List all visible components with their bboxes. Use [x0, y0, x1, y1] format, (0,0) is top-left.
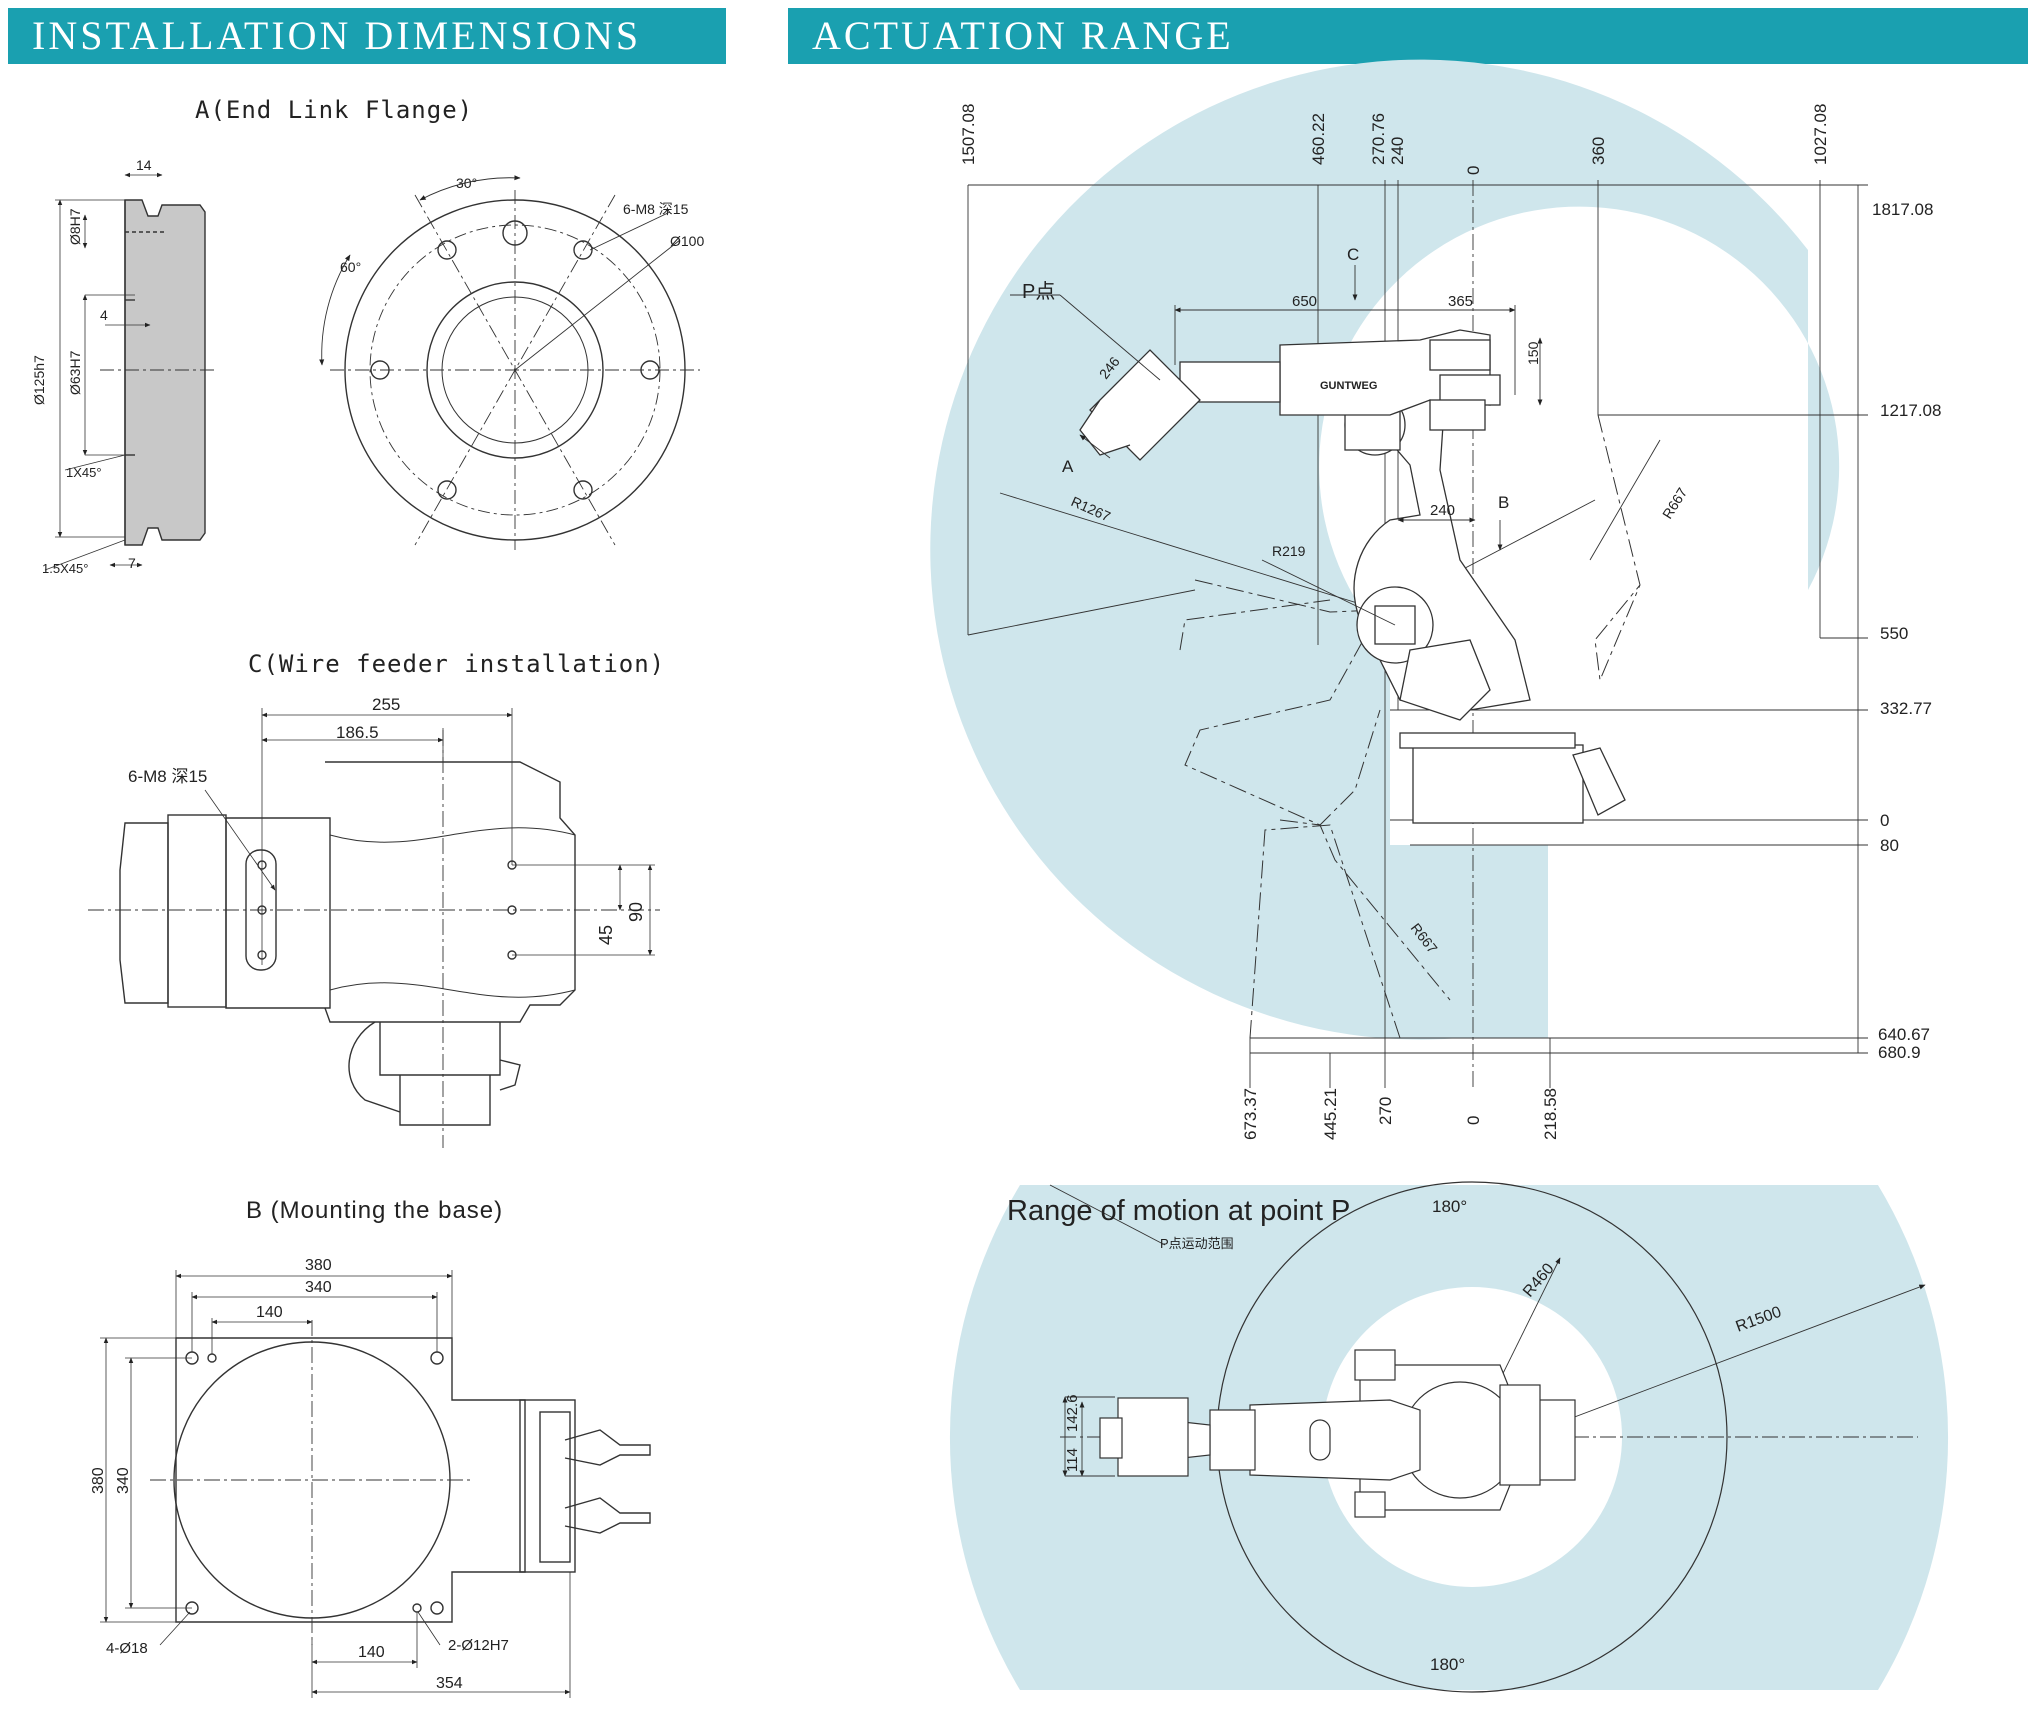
range-bottom-tick: 673.37	[1241, 1088, 1260, 1140]
flange-d63-label: Ø63H7	[67, 350, 83, 395]
base-holes4-label: 4-Ø18	[106, 1640, 148, 1657]
range-label-a: A	[1062, 457, 1074, 476]
range-top-tick: 0	[1464, 166, 1483, 175]
flange-title: A(End Link Flange)	[195, 96, 474, 124]
range-bottom-tick: 0	[1464, 1116, 1483, 1125]
flange-w7-label: 7	[128, 555, 136, 571]
range-right-tick-labels: 1817.08 1217.08 550 332.77 0 80 640.67 6…	[1872, 200, 1941, 1062]
base-holes2-label: 2-Ø12H7	[448, 1637, 509, 1654]
feeder-d90-label: 90	[626, 902, 646, 922]
range-d240-label: 240	[1430, 502, 1455, 519]
range-bottom-tick-labels: 673.37 445.21 270 0 218.58	[1241, 1088, 1560, 1140]
range-bottom-tick: 445.21	[1321, 1088, 1340, 1140]
base-d140t-label: 140	[256, 1304, 283, 1321]
range-top-tick: 240	[1388, 137, 1407, 165]
range-dimension-lines	[1010, 265, 1661, 626]
motion-a180bot-label: 180°	[1430, 1655, 1465, 1674]
base-d140b-label: 140	[358, 1644, 385, 1661]
base-title: B (Mounting the base)	[246, 1197, 504, 1224]
base-d354-label: 354	[436, 1675, 463, 1692]
flange-ch1-label: 1X45°	[66, 465, 102, 480]
installation-dimensions-header: INSTALLATION DIMENSIONS	[8, 8, 726, 64]
range-right-tick: 550	[1880, 624, 1908, 643]
flange-a30-label: 30°	[456, 175, 477, 191]
range-d150-label: 150	[1525, 341, 1541, 365]
actuation-range-header: ACTUATION RANGE	[788, 8, 2028, 64]
range-dashed-poses	[1179, 414, 1641, 1039]
range-brand-label: GUNTWEG	[1320, 380, 1377, 392]
range-r219-label: R219	[1272, 543, 1306, 559]
range-right-tick: 0	[1880, 811, 1889, 830]
range-top-tick: 1027.08	[1811, 104, 1830, 165]
range-d650-label: 650	[1292, 293, 1317, 310]
range-right-tick: 1217.08	[1880, 401, 1941, 420]
motion-subtitle: P点运动范围	[1160, 1236, 1234, 1251]
range-bottom-tick: 218.58	[1541, 1088, 1560, 1140]
range-top-tick: 270.76	[1369, 113, 1388, 165]
range-right-tick: 640.67	[1878, 1025, 1930, 1044]
range-envelope	[930, 59, 1840, 1040]
range-top-tick: 1507.08	[959, 104, 978, 165]
range-right-tick: 1817.08	[1872, 200, 1933, 219]
motion-d114-label: 114	[1064, 1448, 1081, 1472]
range-r667a-label: R667	[1659, 485, 1690, 522]
flange-w4-label: 4	[100, 307, 108, 323]
flange-w14-label: 14	[136, 157, 152, 173]
motion-d142-label: 142.6	[1064, 1394, 1081, 1432]
flange-holes-label: 6-M8 深15	[623, 201, 689, 217]
feeder-d255-label: 255	[372, 695, 400, 714]
base-d380h-label: 380	[305, 1257, 332, 1274]
flange-d125-label: Ø125h7	[31, 355, 47, 405]
range-label-b: B	[1498, 493, 1509, 512]
flange-section-view	[44, 172, 215, 571]
flange-d100-label: Ø100	[670, 233, 704, 249]
feeder-title: C(Wire feeder installation)	[248, 650, 666, 678]
feeder-arm-drawing	[88, 708, 660, 1148]
feeder-d186-label: 186.5	[336, 723, 379, 742]
feeder-d45-label: 45	[596, 925, 616, 945]
flange-ch15-label: 1.5X45°	[42, 561, 88, 576]
robot-top-view	[1099, 1349, 1576, 1518]
base-d340v-label: 340	[115, 1467, 132, 1494]
base-d380v-label: 380	[90, 1467, 107, 1494]
motion-a180top-label: 180°	[1432, 1197, 1467, 1216]
range-label-c: C	[1347, 245, 1359, 264]
range-d365-label: 365	[1448, 293, 1473, 310]
flange-face-view	[319, 175, 700, 550]
flange-a60-label: 60°	[340, 259, 361, 275]
range-top-tick: 460.22	[1309, 113, 1328, 165]
range-right-tick: 680.9	[1878, 1043, 1921, 1062]
range-right-tick: 332.77	[1880, 699, 1932, 718]
base-d340h-label: 340	[305, 1279, 332, 1296]
range-top-tick: 360	[1589, 137, 1608, 165]
range-top-tick-labels: 1507.08 460.22 270.76 240 0 360 1027.08	[959, 104, 1830, 175]
range-p-point-label: P点	[1022, 280, 1055, 303]
range-bottom-tick: 270	[1376, 1097, 1395, 1125]
flange-d8-label: Ø8H7	[67, 208, 83, 245]
motion-title: Range of motion at point P	[1007, 1195, 1350, 1227]
feeder-holes-label: 6-M8 深15	[128, 767, 207, 786]
base-drawing	[100, 1270, 651, 1698]
range-right-tick: 80	[1880, 836, 1899, 855]
